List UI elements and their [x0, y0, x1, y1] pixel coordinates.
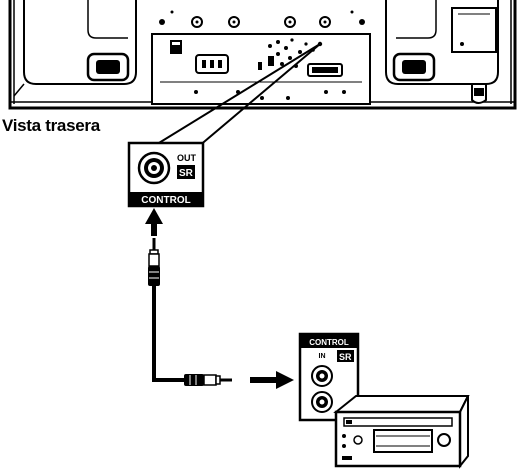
control-in-label: IN — [319, 353, 326, 360]
sr-logo-icon: SR — [337, 350, 354, 362]
control-out-jack — [137, 151, 171, 185]
audio-receiver-device — [333, 395, 470, 469]
control-panel-label: CONTROL — [141, 195, 190, 206]
rear-view-label: Vista trasera — [2, 116, 100, 135]
tv-right-stand — [385, 0, 499, 104]
control-out-sr-label: SR — [179, 168, 194, 179]
control-in-sr-label: SR — [339, 352, 352, 362]
control-out-panel: OUT SR CONTROL — [127, 141, 205, 208]
top-minijack-plug — [148, 238, 160, 286]
control-cable — [145, 208, 294, 389]
receiver-panel-label: CONTROL — [309, 338, 349, 347]
control-out-jack-2 — [311, 391, 333, 413]
control-out-label: OUT — [177, 153, 197, 163]
tv-screws — [159, 10, 365, 28]
cable-wire — [152, 286, 186, 382]
tv-left-stand — [13, 0, 137, 97]
sr-logo-icon: SR — [177, 165, 195, 179]
right-minijack-plug — [184, 374, 232, 386]
zoom-callout — [153, 43, 321, 153]
arrow-up-icon — [145, 208, 163, 236]
control-in-jack — [311, 365, 333, 387]
tv-terminal-panel — [151, 33, 371, 105]
arrow-right-icon — [250, 371, 294, 389]
tv-rear-panel — [8, 0, 517, 110]
